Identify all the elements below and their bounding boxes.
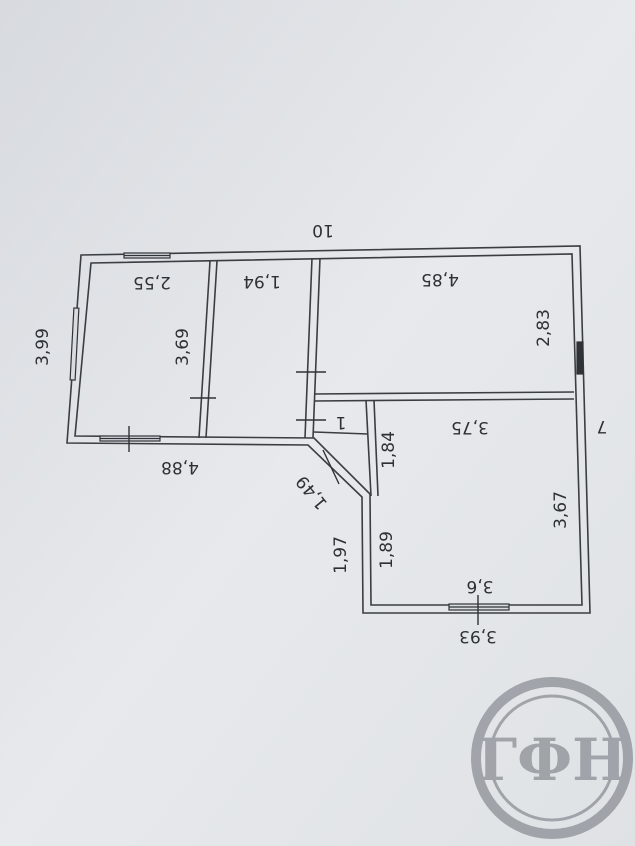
label-left-height: 3,99 (33, 328, 53, 366)
label-room3-height: 2,83 (534, 309, 554, 347)
label-inner-left: 1,89 (377, 531, 397, 569)
stamp-inner-ring (488, 694, 616, 822)
label-room4-width: 3,75 (451, 417, 489, 437)
label-room2-width: 1,94 (243, 271, 281, 291)
partition-wall-1b (205, 260, 218, 439)
stamp-watermark: ГФН (471, 677, 633, 839)
partition-wall-1 (198, 260, 211, 439)
label-outer-bottom: 3,93 (459, 626, 497, 646)
partition-wall-2b (312, 257, 321, 439)
small-room-wall (313, 431, 369, 435)
window-right (576, 341, 584, 375)
label-room4-top: 1,84 (379, 431, 399, 469)
stamp-ring (471, 677, 633, 839)
stamp-text: ГФН (477, 726, 627, 794)
label-room4-height: 3,67 (551, 491, 571, 529)
label-room4-bottom: 3,6 (466, 576, 493, 596)
partition-wall-4 (365, 399, 372, 497)
label-room3-width: 4,85 (421, 269, 459, 289)
label-outer-left: 1,97 (331, 536, 351, 574)
label-room1-width: 2,55 (133, 272, 171, 292)
label-small-room: 1 (336, 412, 347, 432)
dimension-labels: 10 2,55 1,94 4,85 3,99 3,69 2,83 4,88 1 … (33, 220, 607, 646)
partition-wall-4b (373, 399, 379, 497)
outer-wall (66, 245, 591, 614)
label-bottom-left-length: 4,88 (161, 457, 199, 477)
label-right-side: 7 (597, 416, 608, 436)
door-mark-5 (322, 449, 340, 485)
label-room1-height: 3,69 (173, 328, 193, 366)
windows (69, 252, 584, 611)
partition-wall-3 (313, 391, 575, 395)
label-total-length: 10 (312, 220, 334, 240)
door-marks (128, 371, 479, 625)
partition-wall-3b (313, 398, 575, 402)
partition-wall-2 (304, 257, 313, 439)
window-left (69, 307, 80, 381)
